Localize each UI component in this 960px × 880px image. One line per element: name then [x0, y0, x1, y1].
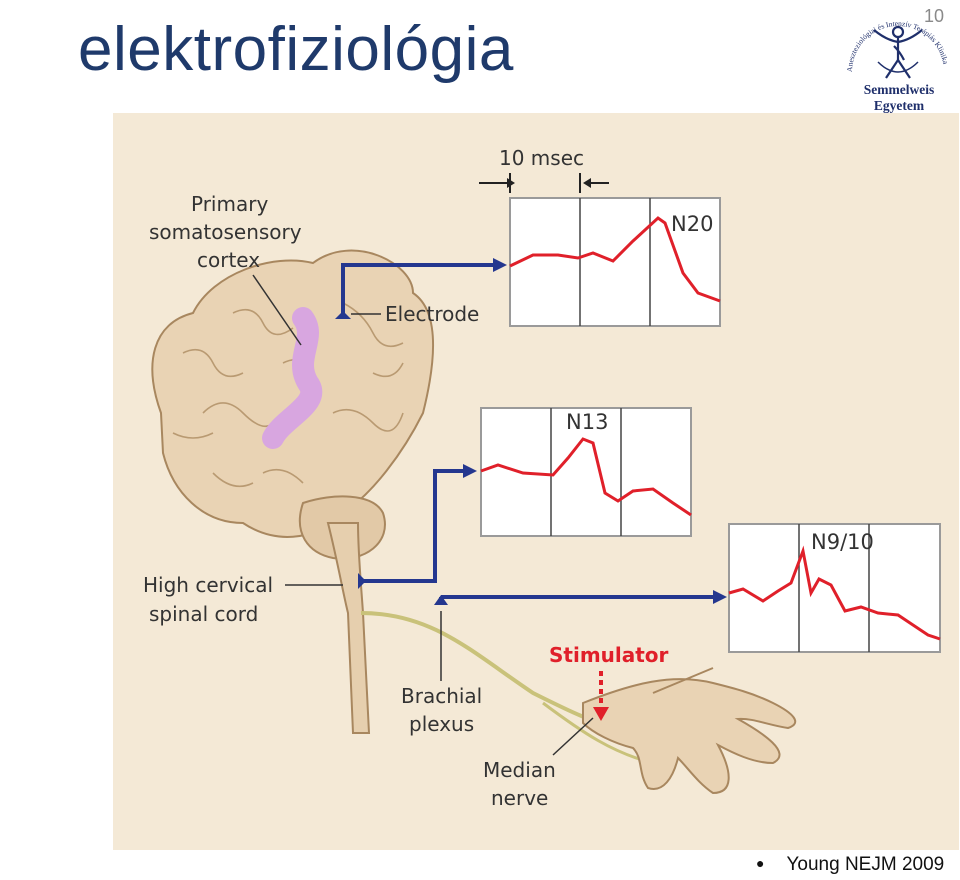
arrow-to-trace-n13 — [463, 464, 477, 478]
label-spinal-1: High cervical — [143, 573, 273, 597]
cerebrum — [151, 249, 434, 538]
label-brachial-2: plexus — [409, 712, 474, 736]
electrode-cortex-icon — [335, 311, 351, 319]
electrode-spinal-icon — [358, 573, 366, 589]
scale-bar — [479, 173, 609, 193]
logo-name: Semmelweis Egyetem — [863, 82, 935, 113]
citation-text: Young NEJM 2009 — [786, 854, 945, 875]
university-logo: Aneszteziológiai és Intenzív Terápiás Kl… — [845, 19, 950, 79]
stimulator-arrow-icon — [593, 671, 609, 721]
slide-number: 10 — [924, 6, 945, 26]
label-brachial-1: Brachial — [401, 684, 482, 708]
hand-illustration — [582, 667, 797, 795]
scale-bar-label: 10 msec — [499, 146, 584, 170]
vitruvian-figure-icon — [873, 25, 923, 79]
trace-n9-wave — [728, 545, 941, 641]
somatosensory-cortex-highlight — [262, 307, 323, 449]
arrowheads — [335, 258, 727, 605]
label-cortex-2: somatosensory — [149, 220, 302, 244]
trace-n9-box — [728, 523, 941, 653]
bullet-icon: ● — [756, 855, 765, 871]
arrow-to-trace-n9 — [713, 590, 727, 604]
brain-gyri — [172, 302, 404, 488]
peak-label-n9: N9/10 — [811, 530, 874, 554]
label-median-1: Median — [483, 758, 556, 782]
figure-canvas: 10 msec N20 N13 N9/10 Primary somatosens… — [143, 146, 941, 810]
brain-illustration — [151, 249, 434, 734]
peak-label-n13: N13 — [566, 410, 608, 434]
label-electrode: Electrode — [385, 302, 479, 326]
citation: ● Young NEJM 2009 — [756, 854, 944, 876]
slide-title: elektrofiziológia — [78, 15, 514, 84]
trace-n13-box — [480, 407, 692, 537]
label-stimulator: Stimulator — [549, 643, 669, 667]
trace-n20-wave — [509, 216, 721, 303]
label-cortex-1: Primary — [191, 192, 268, 216]
sep-pathway-figure: 10 msec N20 N13 N9/10 Primary somatosens… — [113, 113, 959, 850]
cortex-leader-line — [252, 274, 302, 346]
label-spinal-2: spinal cord — [149, 602, 258, 626]
electrode-brachial-icon — [434, 595, 448, 605]
trace-n20-box — [509, 197, 721, 327]
trace-n13-wave — [480, 437, 692, 517]
label-cortex-3: cortex — [197, 248, 260, 272]
label-median-2: nerve — [491, 786, 548, 810]
arrow-to-trace-n20 — [493, 258, 507, 272]
peak-label-n20: N20 — [671, 212, 713, 236]
median-leader-line — [552, 717, 594, 756]
